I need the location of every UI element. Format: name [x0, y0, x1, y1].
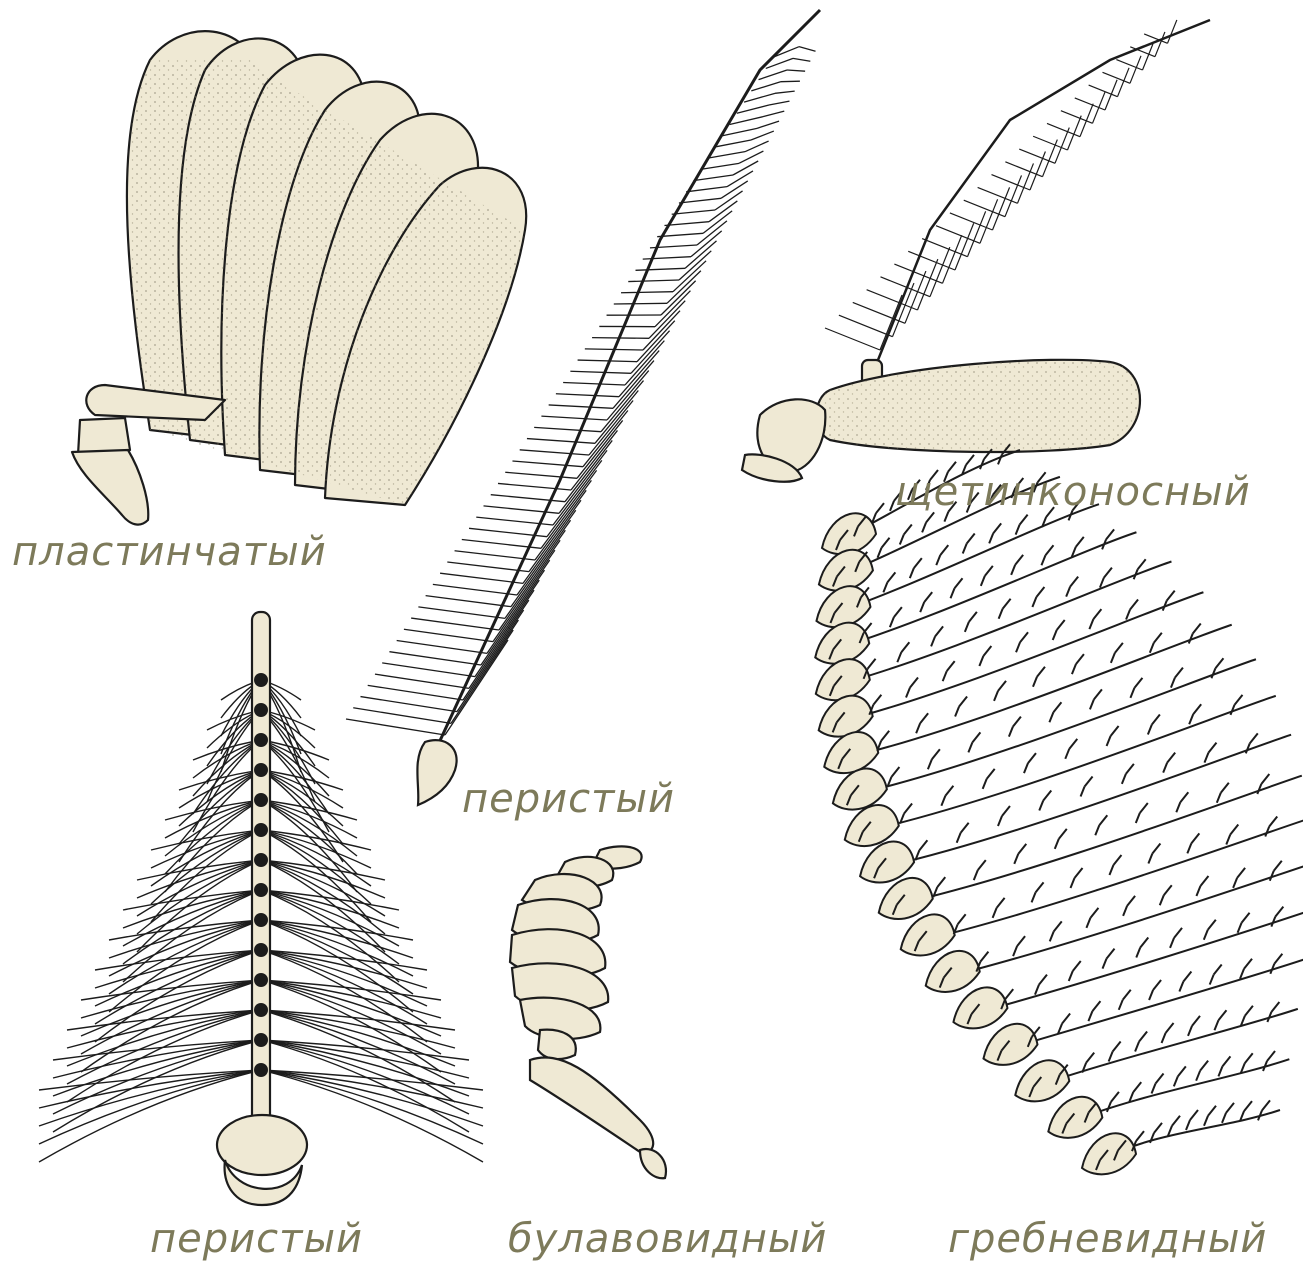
lamellate-antenna — [72, 31, 530, 524]
label-clavate: булавовидный — [508, 1216, 827, 1261]
aristate-antenna — [742, 20, 1210, 482]
label-plumose-center: перистый — [462, 776, 675, 822]
label-aristate: щетинконосный — [895, 469, 1251, 515]
label-lamellate: пластинчатый — [12, 529, 327, 575]
clavate-antenna — [510, 846, 666, 1178]
label-plumose-left: перистый — [150, 1216, 363, 1261]
label-pectinate: гребневидный — [948, 1216, 1267, 1261]
pectinate-antenna — [815, 444, 1303, 1174]
plumose-antenna-left — [39, 612, 483, 1205]
